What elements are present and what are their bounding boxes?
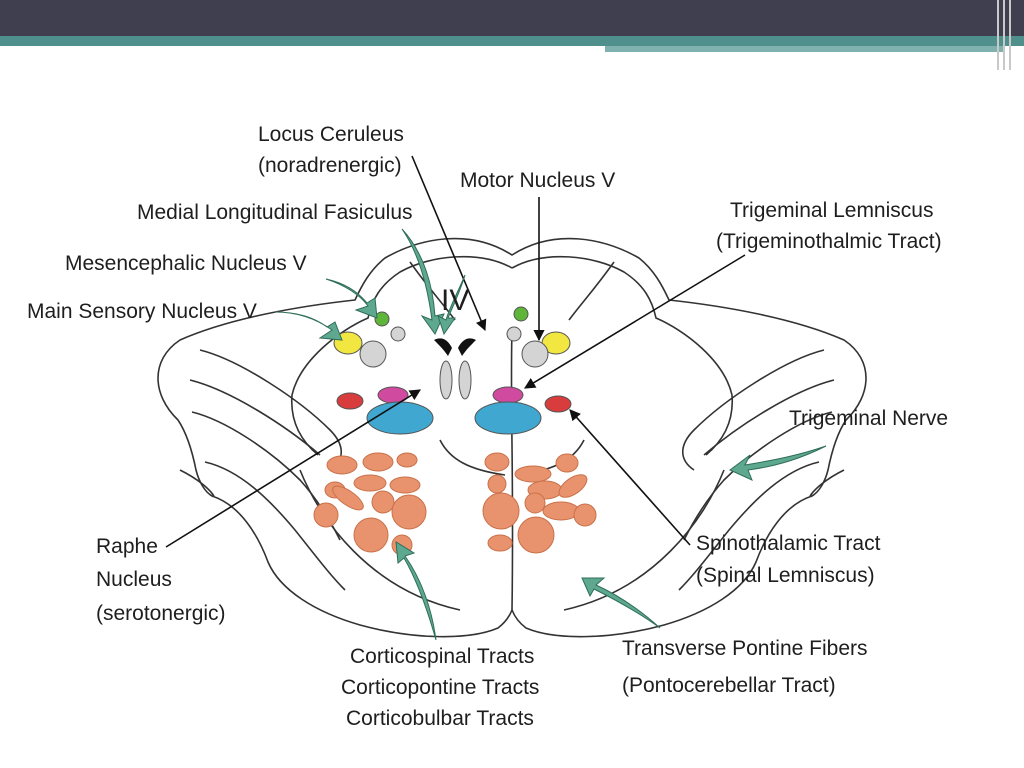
label-transverse-pontine: Transverse Pontine Fibers xyxy=(622,637,868,660)
label-corticospinal: Corticospinal Tracts xyxy=(350,645,534,668)
arrow-mesencephalic xyxy=(325,278,378,319)
label-corticobulbar: Corticobulbar Tracts xyxy=(346,707,534,730)
label-transverse-pontine-sub: (Pontocerebellar Tract) xyxy=(622,674,836,697)
spinothalamic-tract-right xyxy=(544,395,572,413)
ventricle-floor-right xyxy=(458,338,476,356)
motor-nucleus-left xyxy=(359,340,387,368)
nuclei xyxy=(333,306,572,435)
mesencephalic-nucleus-left xyxy=(374,311,390,327)
arrow-mlf-2 xyxy=(437,274,466,336)
arrow-corticospinal xyxy=(395,541,437,641)
label-mesencephalic: Mesencephalic Nucleus V xyxy=(65,252,307,275)
ventricle-iv-label: IV xyxy=(441,284,469,317)
medial-lemniscus-right xyxy=(474,401,542,435)
spinothalamic-tract-left xyxy=(336,392,364,410)
leader-lines xyxy=(165,155,746,548)
label-locus-ceruleus-sub: (noradrenergic) xyxy=(258,154,402,177)
labels: Locus Ceruleus (noradrenergic) Motor Nuc… xyxy=(27,123,948,730)
label-trigeminal-lemniscus-sub: (Trigeminothalmic Tract) xyxy=(716,230,942,253)
label-spinothalamic: Spinothalamic Tract xyxy=(696,532,881,555)
slide-teal-band xyxy=(0,36,1024,46)
label-locus-ceruleus: Locus Ceruleus xyxy=(258,123,404,146)
mesencephalic-nucleus-right xyxy=(513,306,529,322)
label-raphe-sub: (serotonergic) xyxy=(96,602,226,625)
locus-ceruleus-left xyxy=(390,326,406,342)
corticospinal-bundles xyxy=(313,452,597,556)
mlf-left xyxy=(439,360,453,400)
slide-corner-lines xyxy=(997,0,1011,70)
label-raphe: Raphe xyxy=(96,535,158,558)
slide-teal-accent xyxy=(605,46,1005,52)
label-corticopontine: Corticopontine Tracts xyxy=(341,676,539,699)
mlf-right xyxy=(458,360,472,400)
locus-ceruleus-right xyxy=(506,326,522,342)
label-trigeminal-nerve: Trigeminal Nerve xyxy=(789,407,948,430)
arrow-mlf xyxy=(401,228,445,335)
arrow-main-sensory xyxy=(274,311,343,341)
arrow-trigeminal-nerve xyxy=(729,445,827,481)
trigeminal-lemniscus-right xyxy=(492,386,524,404)
motor-nucleus-right xyxy=(521,340,549,368)
label-raphe-nucleus: Nucleus xyxy=(96,568,172,591)
label-motor-nucleus: Motor Nucleus V xyxy=(460,169,615,192)
label-spinothalamic-sub: (Spinal Lemniscus) xyxy=(696,564,875,587)
slide-header-bar xyxy=(0,0,1024,36)
green-arrows xyxy=(274,228,827,641)
ventricle-floor-left xyxy=(434,338,452,356)
arrow-transverse xyxy=(581,577,661,629)
medial-lemniscus-left xyxy=(366,401,434,435)
label-mlf: Medial Longitudinal Fasiculus xyxy=(137,201,413,224)
label-trigeminal-lemniscus: Trigeminal Lemniscus xyxy=(730,199,933,222)
label-main-sensory: Main Sensory Nucleus V xyxy=(27,300,257,323)
